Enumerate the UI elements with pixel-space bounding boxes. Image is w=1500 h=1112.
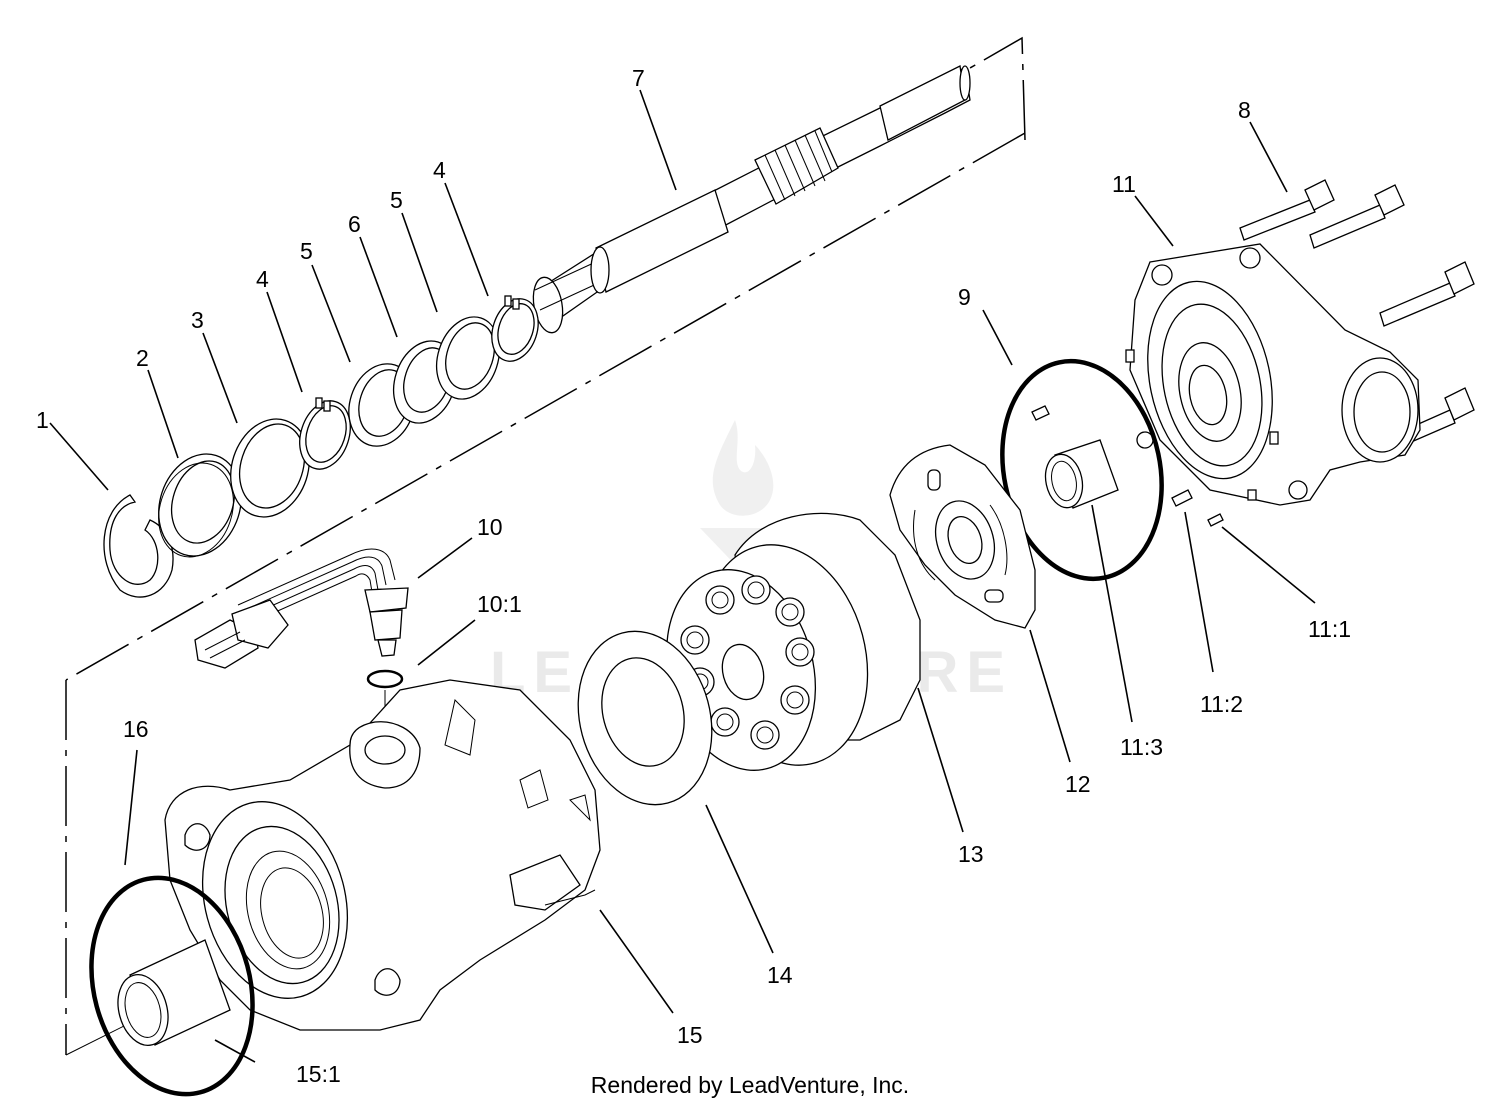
part-labels: 1 2 3 4 5 6 5 4 7 8 11 9 10 10:1 11:1 11… <box>36 65 1351 1087</box>
seal-part-3 <box>230 418 310 518</box>
bolt <box>1239 179 1335 241</box>
label-part-9: 9 <box>958 284 971 310</box>
label-part-13: 13 <box>958 841 984 867</box>
o-ring-part-10-1 <box>366 669 404 740</box>
label-part-4-left: 4 <box>256 266 269 292</box>
needle-bearing-part-11-3 <box>1044 439 1119 509</box>
dowel-pin-part-11-2 <box>1171 489 1193 507</box>
end-cap-part-11 <box>1125 243 1421 506</box>
leader-lines <box>49 89 1316 1063</box>
label-part-16: 16 <box>123 716 149 742</box>
label-part-5-right: 5 <box>390 187 403 213</box>
label-part-12: 12 <box>1065 771 1091 797</box>
o-ring-part-16 <box>89 875 255 1097</box>
label-part-5-left: 5 <box>300 238 313 264</box>
label-part-8: 8 <box>1238 97 1251 123</box>
snap-ring-part-4-left <box>299 397 351 470</box>
label-part-10: 10 <box>477 514 503 540</box>
label-part-15: 15 <box>677 1022 703 1048</box>
pistons <box>680 575 815 750</box>
label-part-11: 11 <box>1112 171 1136 197</box>
label-part-11-2: 11:2 <box>1200 691 1243 717</box>
label-part-2: 2 <box>136 345 149 371</box>
thrust-plate-part-14 <box>577 630 713 806</box>
label-part-6: 6 <box>348 211 361 237</box>
retaining-ring-part-1 <box>103 494 174 598</box>
bolts-part-8 <box>1239 179 1475 444</box>
bolt <box>1379 261 1475 327</box>
footer-credit: Rendered by LeadVenture, Inc. <box>590 1072 910 1098</box>
label-part-10-1: 10:1 <box>477 591 522 617</box>
label-part-14: 14 <box>767 962 793 988</box>
bolt <box>1309 184 1405 249</box>
needle-bearing-part-15-1 <box>117 939 231 1046</box>
label-part-3: 3 <box>191 307 204 333</box>
label-part-11-3: 11:3 <box>1120 734 1163 760</box>
bearing-part-2 <box>158 453 242 558</box>
label-part-15-1: 15:1 <box>296 1061 341 1087</box>
piston-cluster-part-13 <box>665 569 817 771</box>
label-part-11-1: 11:1 <box>1308 616 1351 642</box>
label-part-1: 1 <box>36 407 49 433</box>
label-part-4-right: 4 <box>433 157 446 183</box>
snap-ring-part-4-right <box>491 295 539 362</box>
housing-part-15 <box>164 679 601 1031</box>
port-plate-part-12 <box>889 444 1036 629</box>
shaft-part-7 <box>532 65 971 334</box>
washer-part-5-right <box>436 316 500 400</box>
assembly-axis <box>65 36 1026 1056</box>
label-part-7: 7 <box>632 65 645 91</box>
dowel-pin-part-11-1 <box>1207 513 1224 527</box>
sensor-part-10 <box>194 548 409 669</box>
